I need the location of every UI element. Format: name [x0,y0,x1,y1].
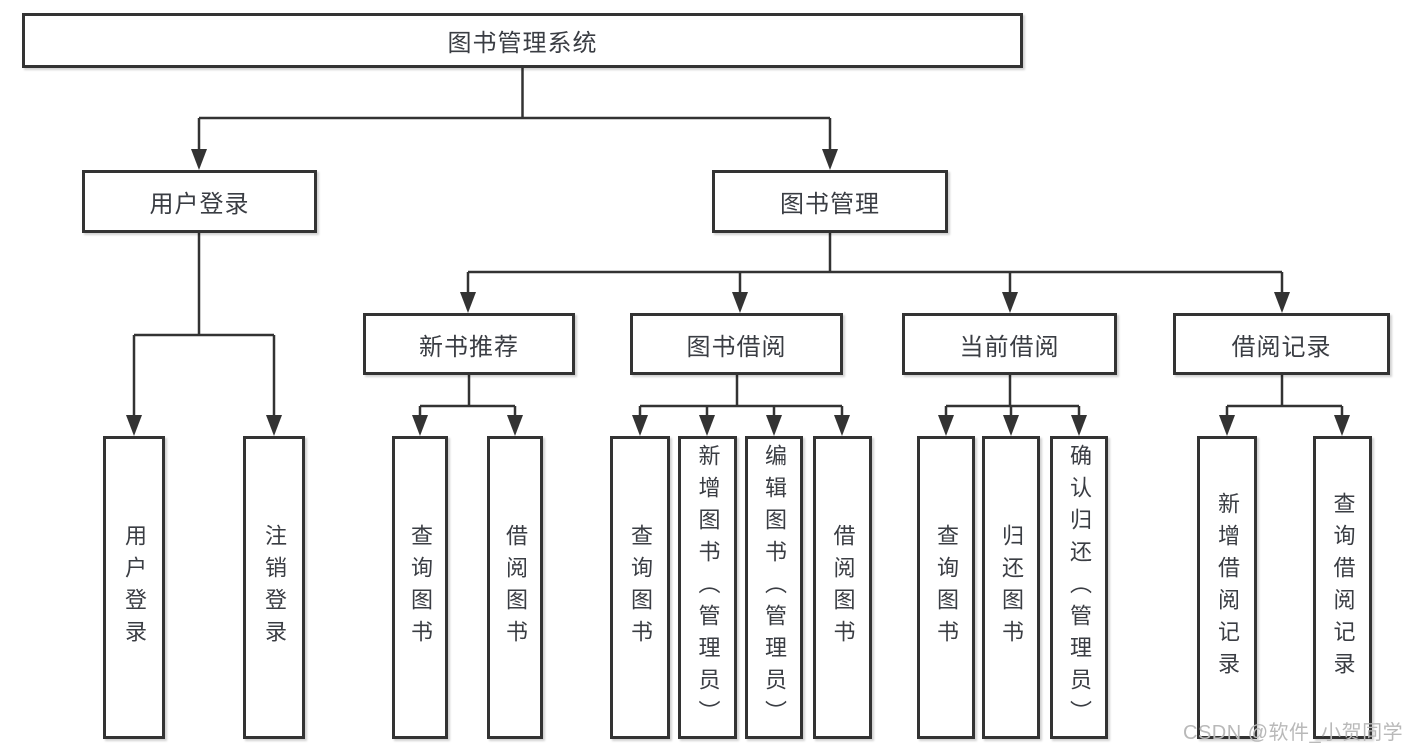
node-borrow-records: 借阅记录 [1173,313,1390,375]
leaf-borrow-add-books-admin: 新增图书（管理员） [678,436,737,739]
node-book-borrow: 图书借阅 [630,313,843,375]
connector-recommend-to-leaves [412,375,523,436]
connector-records-to-leaves [1219,375,1350,436]
node-current-borrow-label: 当前借阅 [959,333,1060,361]
leaf-records-add-record-label: 新增借阅记录 [1215,491,1240,684]
leaf-recommend-query-books: 查询图书 [392,436,448,739]
leaf-borrow-add-books-admin-label: 新增图书（管理员） [695,443,721,732]
leaf-current-query-books: 查询图书 [917,436,975,739]
leaf-records-query-record: 查询借阅记录 [1313,436,1372,739]
node-user-login: 用户登录 [82,170,317,233]
node-new-book-recommend: 新书推荐 [363,313,575,375]
leaf-user-login-label: 用户登录 [122,523,147,652]
leaf-current-query-books-label: 查询图书 [934,523,959,652]
watermark: CSDN @软件_小贺同学 [1183,722,1404,744]
leaf-recommend-query-books-label: 查询图书 [408,523,433,652]
leaf-borrow-borrow-books-label: 借阅图书 [830,523,856,652]
leaf-logout-label: 注销登录 [262,523,287,652]
leaf-current-return-books: 归还图书 [982,436,1040,739]
leaf-borrow-edit-books-admin-label: 编辑图书（管理员） [762,443,787,732]
leaf-borrow-query-books: 查询图书 [610,436,670,739]
node-book-borrow-label: 图书借阅 [686,333,787,361]
node-book-management-label: 图书管理 [780,191,880,218]
node-borrow-records-label: 借阅记录 [1231,333,1332,361]
leaf-recommend-borrow-books: 借阅图书 [487,436,543,739]
node-user-login-label: 用户登录 [149,191,250,218]
leaf-current-confirm-return-admin: 确认归还（管理员） [1050,436,1108,739]
leaf-records-add-record: 新增借阅记录 [1197,436,1257,739]
leaf-borrow-borrow-books: 借阅图书 [813,436,872,739]
leaf-user-login: 用户登录 [103,436,165,739]
leaf-recommend-borrow-books-label: 借阅图书 [503,523,528,652]
leaf-records-query-record-label: 查询借阅记录 [1330,491,1356,684]
node-current-borrow: 当前借阅 [902,313,1117,375]
leaf-borrow-edit-books-admin: 编辑图书（管理员） [745,436,803,739]
node-root-system: 图书管理系统 [22,13,1023,68]
node-new-book-recommend-label: 新书推荐 [419,333,519,361]
connector-borrow-to-leaves [632,375,850,436]
node-root-label: 图书管理系统 [447,30,598,57]
connector-management-to-level2 [460,233,1290,313]
connector-login-to-leaves [126,233,282,436]
leaf-borrow-query-books-label: 查询图书 [628,523,653,652]
node-book-management: 图书管理 [712,170,948,233]
leaf-current-return-books-label: 归还图书 [999,523,1024,652]
leaf-logout: 注销登录 [243,436,305,739]
leaf-current-confirm-return-admin-label: 确认归还（管理员） [1067,443,1092,732]
connector-current-to-leaves [938,375,1087,436]
connector-root-to-level1 [191,68,838,170]
